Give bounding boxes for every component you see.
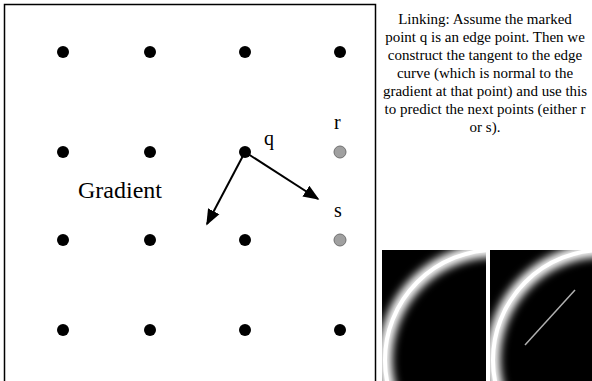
gradient-arrow — [207, 152, 245, 224]
point-label: r — [334, 112, 341, 132]
panel-frame — [5, 5, 376, 381]
point-label: s — [334, 200, 342, 220]
description-text: Linking: Assume the marked point q is an… — [382, 10, 588, 136]
pixel-grid — [57, 46, 346, 336]
vector-label: Gradient — [78, 178, 162, 202]
edge-image — [382, 250, 486, 381]
tangent-arrow — [245, 152, 318, 199]
candidate-point — [334, 146, 346, 158]
candidate-point — [334, 234, 346, 246]
edge-image — [490, 250, 592, 381]
point-label: q — [264, 128, 274, 148]
